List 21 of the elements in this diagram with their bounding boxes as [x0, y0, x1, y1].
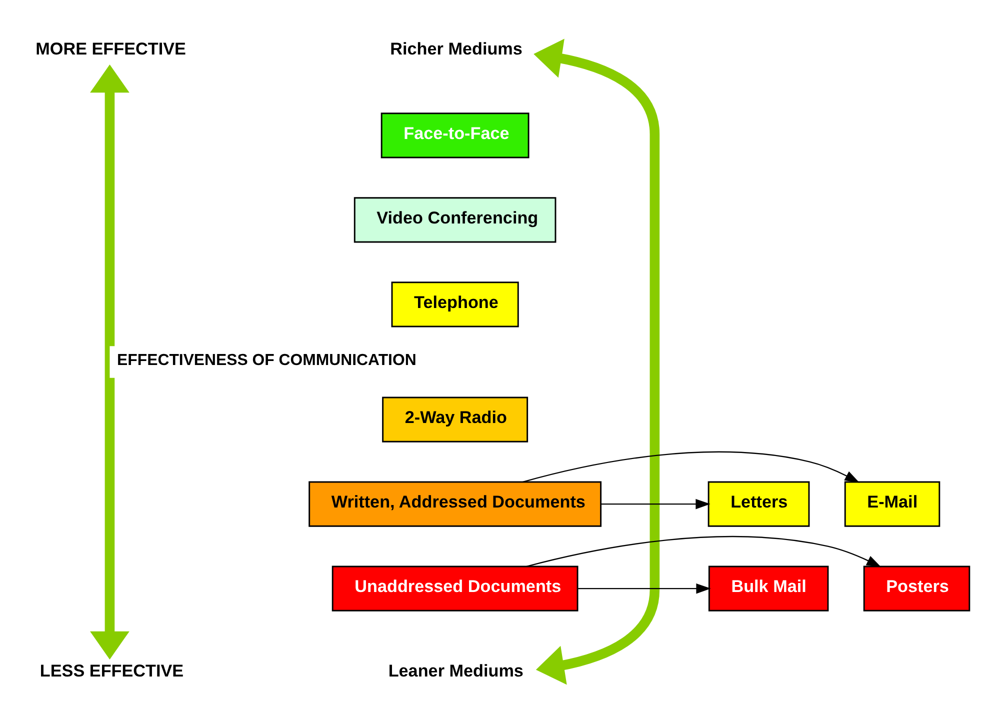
arrow: [522, 451, 860, 483]
node-box: 2-Way Radio: [382, 396, 528, 442]
arrow: [578, 583, 711, 594]
node-text: Richer Mediums: [390, 38, 522, 58]
arrow: [601, 498, 710, 510]
node-box: Letters: [708, 481, 810, 527]
node-box: Unaddressed Documents: [332, 566, 578, 612]
node-text: Leaner Mediums: [388, 660, 524, 680]
node-box: E-Mail: [844, 481, 940, 527]
node-box: Video Conferencing: [354, 197, 556, 243]
arrow: [526, 536, 882, 568]
arrow: [534, 38, 660, 685]
node-box: Written, Addressed Documents: [308, 481, 602, 527]
arrow: [90, 64, 130, 660]
node-box: Telephone: [391, 282, 519, 328]
node-box: Face-to-Face: [380, 112, 530, 158]
node-box: Posters: [863, 566, 970, 612]
node-text: LESS EFFECTIVE: [40, 660, 184, 680]
node-text: MORE EFFECTIVE: [36, 38, 186, 58]
edge-label: EFFECTIVENESS OF COMMUNICATION: [117, 352, 416, 369]
node-box: Bulk Mail: [708, 566, 829, 612]
